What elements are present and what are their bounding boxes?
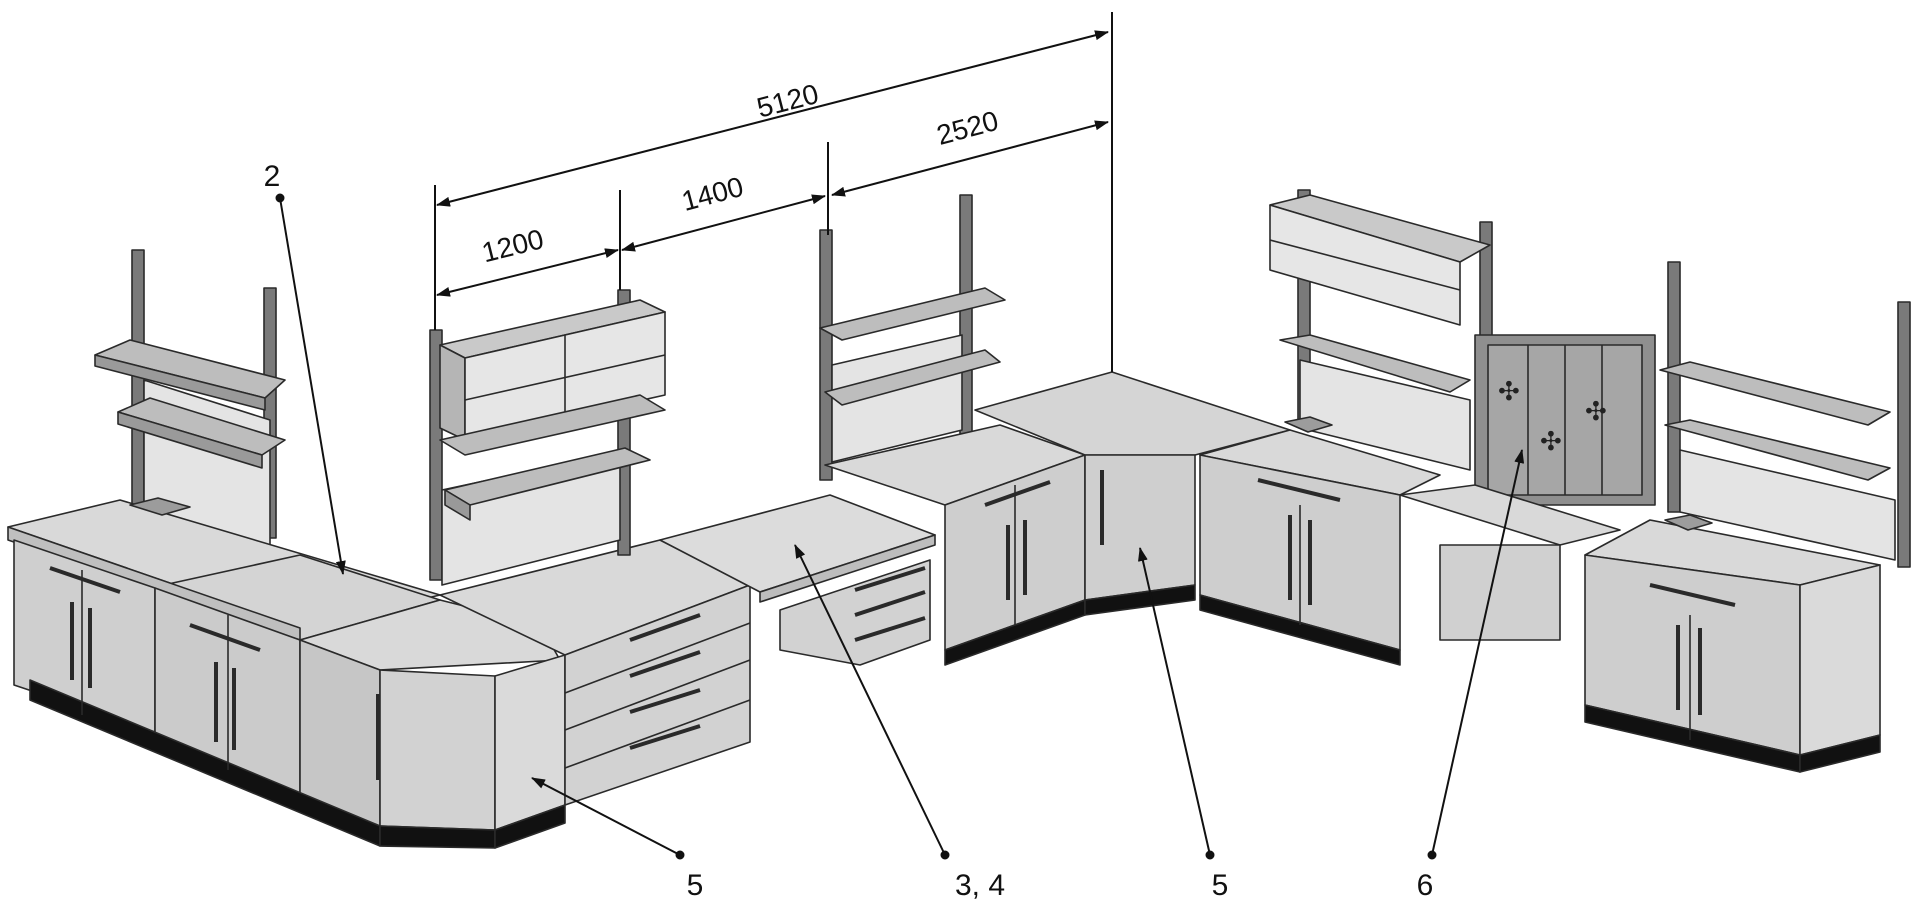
right-b-plinth-side [1799, 734, 1881, 773]
mid-drawer-handle [984, 480, 1051, 507]
drawer-handle-3 [629, 688, 701, 714]
fume-cupboard: ✣ ✣ ✣ [1399, 334, 1656, 641]
right-b-shelf-light [1664, 419, 1891, 481]
callout-label-5-left: 5 [687, 869, 704, 902]
leader-6 [1431, 449, 1525, 856]
left-shelf-lower-front [117, 411, 263, 469]
valve-icon-1: ✣ [1498, 377, 1520, 407]
valve-icon-3: ✣ [1540, 427, 1562, 457]
left-plinth-corner [379, 825, 496, 849]
writing-desk [659, 494, 936, 666]
callout-label-5-right: 5 [1212, 869, 1229, 902]
fume-base [1439, 544, 1561, 641]
callout-label-2: 2 [264, 160, 281, 193]
corner-unit [974, 12, 1291, 616]
left-post-1 [131, 249, 145, 521]
drawer-handle-2 [629, 650, 701, 678]
leader-5-right [1138, 547, 1211, 856]
dim-line-third [831, 120, 1109, 197]
leader-2 [279, 197, 346, 575]
left-cabinet-corner-front [379, 669, 496, 831]
mid-shelf-light [824, 349, 1001, 406]
centre-wall-unit [429, 289, 666, 586]
desk-pedestal [779, 559, 931, 666]
wall-cabinet-base [439, 394, 666, 456]
wall-cabinet-side [439, 344, 466, 441]
left-bench [7, 249, 566, 849]
callout-label-3-4: 3, 4 [955, 869, 1005, 902]
right-b-post-1 [1667, 261, 1681, 513]
left-sink [129, 497, 191, 516]
right-b-back-panel [1679, 449, 1896, 561]
fume-worktop [1399, 484, 1621, 546]
mid-post-1 [819, 229, 833, 481]
right-bench-a [1199, 189, 1493, 666]
right-wall-cabinet-shelf [1269, 239, 1461, 291]
centre-right-bench [819, 194, 1086, 666]
right-a-shelf [1279, 334, 1471, 393]
left-drawer-handle-2 [189, 623, 261, 652]
drawer-unit [439, 539, 751, 806]
right-b-sink [1664, 514, 1713, 531]
drawer-line-3 [564, 699, 751, 769]
drawer-handle-4 [629, 724, 701, 750]
drawer-handle-1 [629, 613, 701, 642]
drawer-line-1 [564, 622, 751, 694]
leader-5-left [531, 777, 681, 856]
dim-line-second [621, 194, 826, 252]
right-a-plinth [1199, 594, 1401, 666]
right-bench-b [1584, 261, 1911, 773]
callout-label-6: 6 [1417, 869, 1434, 902]
dimension-label-second: 1400 [678, 171, 746, 217]
callout-leaders [275, 193, 1525, 860]
right-b-cabinet-side [1799, 564, 1881, 756]
centre-shelf-light-end [444, 489, 471, 521]
right-b-post-2 [1897, 301, 1911, 568]
dimension-label-third: 2520 [933, 105, 1001, 151]
left-shelf-top-front [94, 354, 266, 411]
dimension-label-total: 5120 [754, 78, 822, 124]
right-a-sink [1284, 416, 1333, 433]
dimension-lines [434, 30, 1109, 330]
right-b-shelf-top [1659, 361, 1891, 426]
left-cabinet-corner-right [494, 654, 566, 831]
wall-cabinet-shelf [464, 354, 666, 401]
pedestal-handle-3 [854, 616, 926, 642]
dim-line-total [436, 30, 1109, 207]
dimension-label-first: 1200 [479, 223, 547, 268]
valve-icon-2: ✣ [1585, 397, 1607, 427]
dim-line-first [436, 248, 619, 297]
right-b-drawer-handle [1649, 583, 1736, 607]
corner-plinth [1084, 584, 1196, 616]
left-drawer-handle-1 [49, 566, 121, 594]
leader-34 [794, 544, 946, 856]
right-a-back-panel [1299, 359, 1471, 471]
pedestal-handle-2 [854, 590, 926, 617]
mid-shelf-top [819, 287, 1006, 341]
left-plinth-end [494, 804, 566, 849]
right-a-drawer-handle [1257, 478, 1341, 502]
drawer-line-2 [564, 659, 751, 731]
pedestal-handle-1 [854, 566, 926, 592]
desk-edge [759, 534, 936, 603]
